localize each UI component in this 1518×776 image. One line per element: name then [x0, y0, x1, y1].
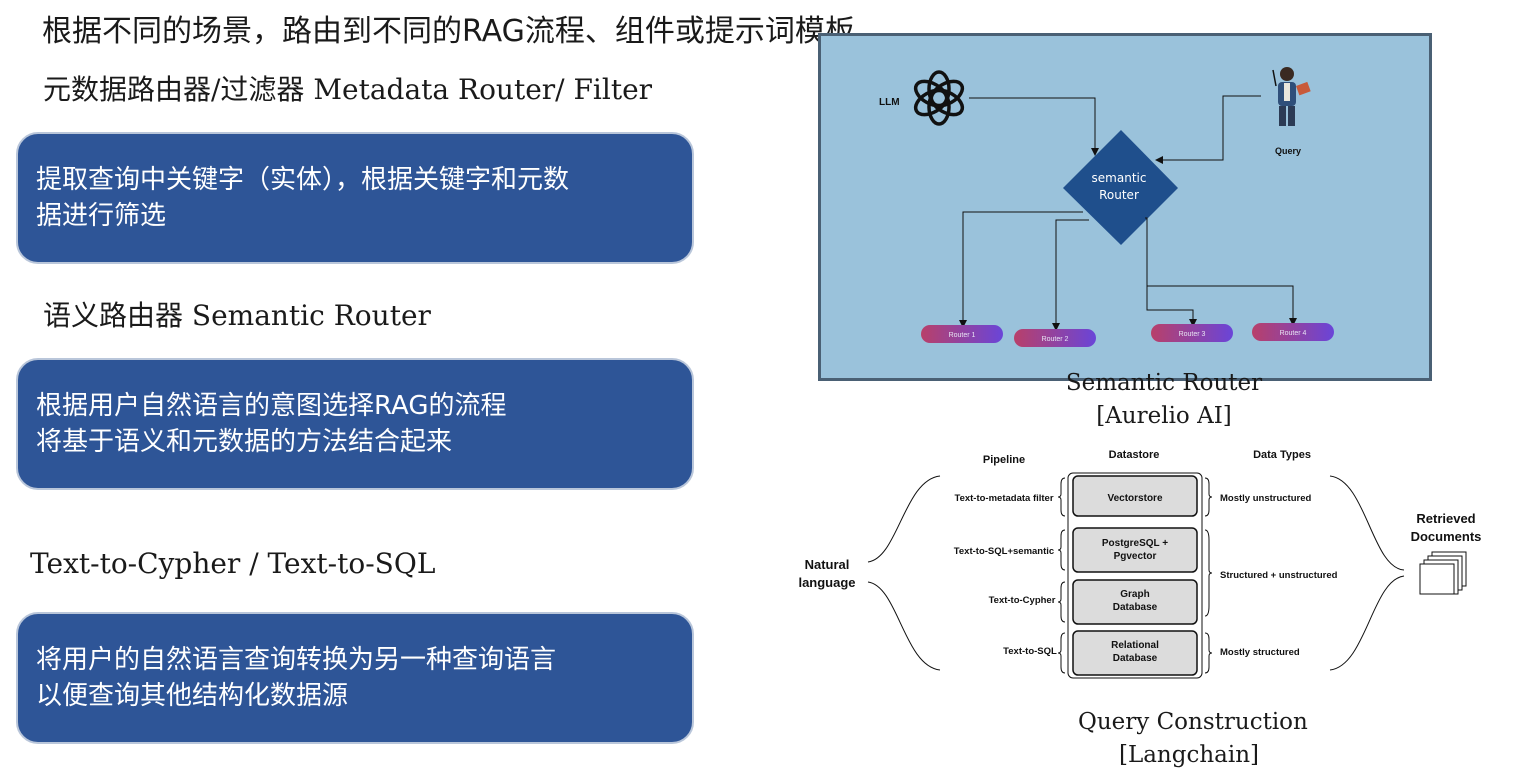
llm-to-router-arrow: [969, 97, 1099, 156]
datastore-label: Database: [1113, 653, 1158, 664]
row-braces: [1057, 477, 1213, 674]
router-to-route4-arrow: [1147, 285, 1297, 326]
pipeline-label: Text-to-metadata filter: [954, 493, 1053, 504]
router-label-line1: semantic: [1092, 171, 1147, 185]
input-label-line1: Natural: [805, 557, 850, 572]
route-pill-4: [1252, 323, 1334, 341]
semantic-router-caption-line2: [Aurelio AI]: [1096, 403, 1232, 429]
card-line: 提取查询中关键字（实体），根据关键字和元数: [36, 165, 570, 195]
route-pill-2: [1014, 329, 1096, 347]
header-pipeline: Pipeline: [983, 454, 1025, 466]
input-label-line2: language: [798, 575, 855, 590]
output-brace-lower: [1329, 575, 1405, 671]
header-data-types: Data Types: [1253, 449, 1311, 461]
query-construction-diagram: Pipeline Datastore Data Types Natural la…: [798, 449, 1482, 679]
card-line: 以便查询其他结构化数据源: [36, 681, 349, 711]
card-line: 将基于语义和元数据的方法结合起来: [36, 427, 453, 457]
router-to-route2-arrow: [1052, 219, 1089, 331]
router-to-route1-arrow: [959, 211, 1083, 328]
input-brace-lower: [867, 581, 941, 671]
output-label-line1: Retrieved: [1416, 511, 1475, 526]
pipeline-label: Text-to-Cypher: [989, 595, 1056, 606]
card-text-to-query: 将用户的自然语言查询转换为另一种查询语言 以便查询其他结构化数据源: [16, 612, 694, 744]
semantic-router-diagram: LLM Query semantic Router Router 1 Route…: [879, 67, 1334, 347]
output-label-line2: Documents: [1411, 529, 1482, 544]
datastore-label: Vectorstore: [1107, 493, 1162, 504]
route-label-1: Router 1: [949, 332, 976, 339]
pipeline-label: Text-to-SQL: [1003, 646, 1057, 657]
router-label-line2: Router: [1099, 188, 1139, 202]
query-label: Query: [1275, 146, 1301, 156]
data-type-label: Structured + unstructured: [1220, 570, 1338, 581]
input-brace-upper: [867, 475, 941, 563]
semantic-router-figure: LLM Query semantic Router Router 1 Route…: [818, 33, 1432, 381]
datastore-postgresql: PostgreSQL + Pgvector: [1072, 527, 1198, 573]
slide-title: 根据不同的场景，路由到不同的RAG流程、组件或提示词模板: [42, 14, 855, 49]
datastore-relational: Relational Database: [1072, 630, 1198, 676]
data-type-label: Mostly structured: [1220, 647, 1300, 658]
datastore-label: Graph: [1120, 589, 1149, 600]
datastore-label: PostgreSQL +: [1102, 538, 1168, 549]
openai-logo-icon: [913, 70, 965, 126]
output-brace-upper: [1329, 475, 1405, 571]
pipeline-label: Text-to-SQL+semantic: [954, 546, 1054, 557]
route-pill-3: [1151, 324, 1233, 342]
route-pill-1: [921, 325, 1003, 343]
card-metadata-router: 提取查询中关键字（实体），根据关键字和元数 据进行筛选: [16, 132, 694, 264]
person-icon: [1272, 67, 1311, 126]
datastore-column-frame: [1067, 472, 1203, 679]
query-construction-caption-line1: Query Construction: [1078, 709, 1308, 735]
semantic-router-diamond: [1063, 130, 1178, 245]
query-to-router-arrow: [1155, 95, 1261, 164]
route-label-3: Router 3: [1179, 331, 1206, 338]
datastore-label: Relational: [1111, 640, 1159, 651]
section-heading-text-to-query: Text-to-Cypher / Text-to-SQL: [30, 547, 436, 580]
card-line: 据进行筛选: [36, 201, 167, 231]
datastore-label: Pgvector: [1114, 551, 1157, 562]
datastore-vectorstore: Vectorstore: [1072, 475, 1198, 517]
documents-stack-icon: [1419, 551, 1467, 595]
header-datastore: Datastore: [1109, 449, 1160, 461]
route-label-2: Router 2: [1042, 336, 1069, 343]
route-label-4: Router 4: [1280, 330, 1307, 337]
data-type-label: Mostly unstructured: [1220, 493, 1312, 504]
llm-label: LLM: [879, 97, 900, 108]
card-line: 将用户的自然语言查询转换为另一种查询语言: [36, 645, 557, 675]
card-semantic-router: 根据用户自然语言的意图选择RAG的流程 将基于语义和元数据的方法结合起来: [16, 358, 694, 490]
datastore-label: Database: [1113, 602, 1158, 613]
semantic-router-caption-line1: Semantic Router: [1065, 370, 1263, 396]
card-line: 根据用户自然语言的意图选择RAG的流程: [36, 391, 507, 421]
datastore-graph: Graph Database: [1072, 579, 1198, 625]
router-to-route3-arrow: [1145, 217, 1197, 327]
query-construction-caption-line2: [Langchain]: [1118, 742, 1260, 768]
section-heading-metadata-router: 元数据路由器/过滤器 Metadata Router/ Filter: [43, 73, 653, 106]
section-heading-semantic-router: 语义路由器 Semantic Router: [43, 299, 431, 332]
